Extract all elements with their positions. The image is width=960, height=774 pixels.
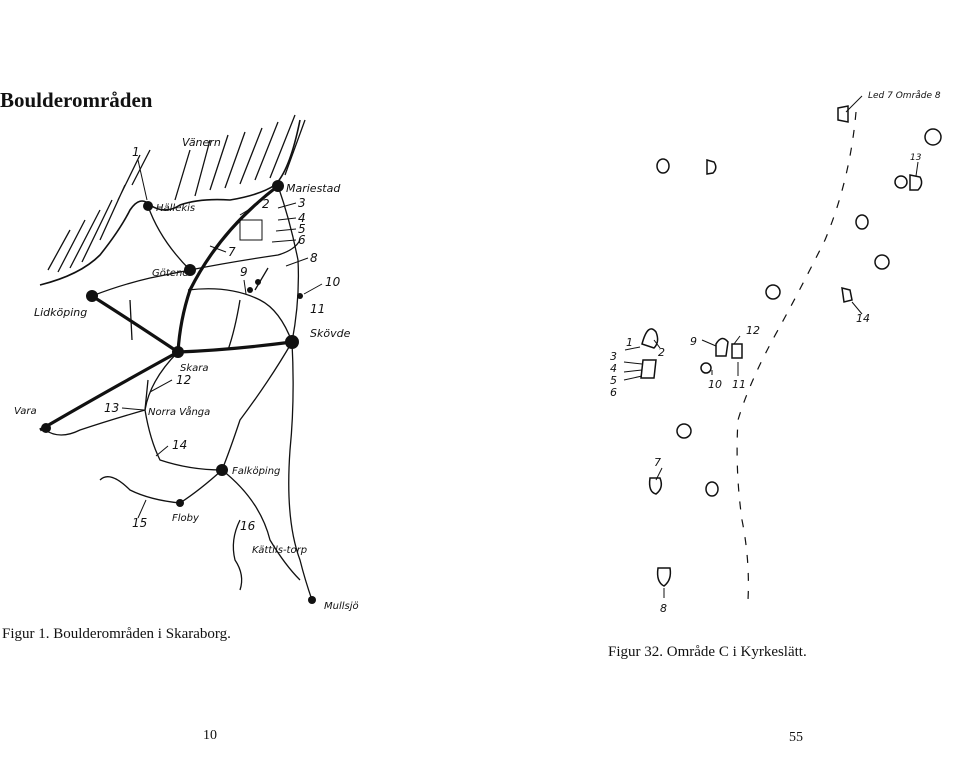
boulder-number: 3 [610,350,617,363]
area-number: 5 [298,222,306,236]
boulder-number: 6 [610,386,617,399]
boulder-number: 9 [690,335,697,348]
boulder-number: 12 [746,324,760,337]
label-hallekis: Hällekis [156,203,195,214]
page-number-left: 10 [203,728,217,743]
area-number: 7 [228,245,236,259]
area-number: 3 [298,196,306,210]
boulder-number: 8 [660,602,667,615]
label-vara: Vara [14,406,37,417]
boulder-number: 2 [658,346,665,359]
label-skovde: Skövde [310,327,351,340]
label-falkoping: Falköping [232,466,280,477]
boulder-number: 1 [626,336,633,349]
boulder-arrows [623,95,919,598]
boulder-numbers: 1 2 3 4 5 6 7 8 9 10 11 12 13 14 [610,153,922,615]
label-gotene: Götene [152,268,188,279]
area-number: 10 [325,275,341,289]
area-number: 14 [172,438,187,452]
area-number: 9 [240,265,248,279]
area-number: 6 [298,233,306,247]
boulder-number: 13 [910,153,922,163]
boulder-number: 14 [856,312,870,325]
boulder-number: 11 [732,378,746,391]
page-number-right: 55 [789,730,803,745]
boulder-number: 5 [610,374,617,387]
area-number: 11 [310,302,325,316]
label-mullsjo: Mullsjö [324,601,359,612]
area-number: 12 [176,373,191,387]
dashed-trail [736,111,857,601]
boulder-number: 10 [708,378,722,391]
area-numbers: 1 2 3 4 5 6 7 8 9 10 11 12 13 14 15 16 [104,145,341,533]
boulders [640,105,942,587]
lake-hatching [47,114,306,273]
label-floby: Floby [172,513,200,524]
pointer-arrows [121,159,323,519]
area-number: 2 [262,197,270,211]
area-number: 8 [310,251,318,265]
label-kattilstorp: Kättils-torp [252,545,307,556]
label-norra-vanga: Norra Vånga [148,405,210,418]
area-number: 4 [298,211,306,225]
label-vanern: Vänern [182,136,221,149]
label-mariestad: Mariestad [286,182,341,195]
area-number: 13 [104,401,119,415]
figure-caption-right: Figur 32. Område C i Kyrkeslätt. [608,644,807,660]
figure-caption-left: Figur 1. Boulderområden i Skaraborg. [2,626,231,642]
boulder-number: 7 [654,456,661,469]
town-dots [41,180,316,604]
label-skara: Skara [180,363,209,374]
area-number: 16 [240,519,256,533]
area-box [239,219,263,241]
minor-roads [44,185,313,601]
top-note: Led 7 Område 8 [868,90,941,101]
label-lidkoping: Lidköping [34,306,87,319]
area-number: 15 [132,516,147,530]
area-number: 1 [132,145,140,159]
boulder-number: 4 [610,362,617,375]
page-heading: Boulderområden [0,88,153,112]
